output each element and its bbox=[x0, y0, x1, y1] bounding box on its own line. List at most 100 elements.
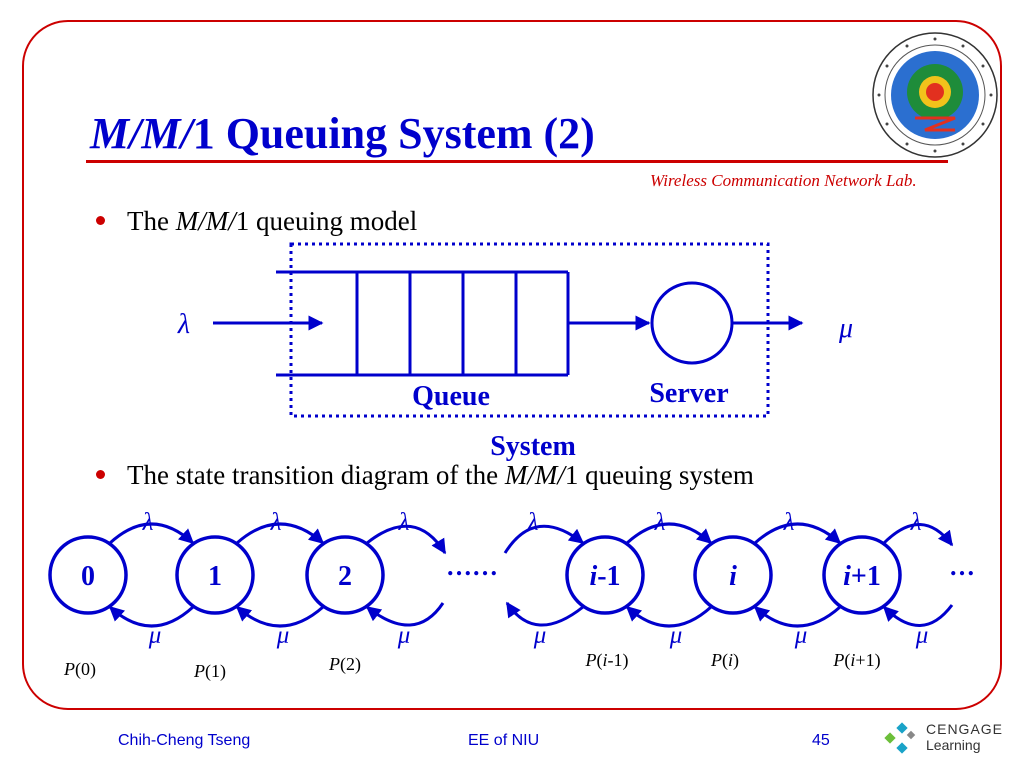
probability-index: 2 bbox=[346, 654, 355, 674]
arrival-rate-label: λ bbox=[398, 509, 410, 536]
server-circle bbox=[650, 281, 734, 365]
state-circle bbox=[175, 535, 255, 615]
probability-open-paren: ( bbox=[75, 659, 81, 680]
bullet-text-italic: M/M/ bbox=[504, 460, 565, 490]
arrival-transition-arrow bbox=[503, 524, 585, 554]
state-circle bbox=[822, 535, 902, 615]
system-boundary bbox=[289, 242, 770, 418]
probability-index: 0 bbox=[81, 659, 90, 679]
service-transition-arrow bbox=[108, 605, 195, 628]
bullet-text-pre: The bbox=[127, 206, 176, 236]
state-probability: P(i+1) bbox=[832, 650, 880, 671]
publisher-logo: CENGAGE Learning bbox=[882, 718, 1014, 758]
state-label: i-1 bbox=[589, 561, 620, 592]
service-rate-label: μ bbox=[794, 622, 808, 649]
service-transition-arrow bbox=[365, 602, 445, 627]
probability-close-paren: ) bbox=[875, 650, 881, 671]
probability-prefix: P bbox=[63, 659, 75, 679]
state-circle bbox=[693, 535, 773, 615]
arrival-rate-label: λ bbox=[654, 509, 666, 536]
queue-label: Queue bbox=[412, 381, 490, 412]
service-rate-label: μ bbox=[669, 622, 683, 649]
probability-index: 1 bbox=[211, 661, 220, 681]
probability-open-paren: ( bbox=[205, 661, 211, 682]
probability-prefix: P bbox=[710, 650, 722, 670]
state-probability: P(i) bbox=[710, 650, 739, 671]
probability-prefix: P bbox=[328, 654, 340, 674]
state-circle bbox=[565, 535, 645, 615]
arrival-transition-arrow bbox=[108, 522, 195, 545]
probability-index-italic: i bbox=[602, 650, 607, 670]
service-rate-label: μ bbox=[148, 622, 162, 649]
probability-open-paren: ( bbox=[722, 650, 728, 671]
state-label: 0 bbox=[81, 561, 95, 592]
probability-prefix: P bbox=[584, 650, 596, 670]
probability-open-paren: ( bbox=[844, 650, 850, 671]
arrival-transition-arrow bbox=[625, 522, 713, 545]
probability-index: -1 bbox=[608, 650, 623, 670]
probability-index: +1 bbox=[855, 650, 874, 670]
bullet-text-post: 1 queuing system bbox=[564, 460, 754, 490]
probability-close-paren: ) bbox=[733, 650, 739, 671]
service-rate-label: μ bbox=[533, 622, 547, 649]
footer-institution: EE of NIU bbox=[468, 732, 540, 749]
probability-open-paren: ( bbox=[340, 654, 346, 675]
bullet-state-diagram: The state transition diagram of the M/M/… bbox=[96, 460, 754, 491]
probability-close-paren: ) bbox=[90, 659, 96, 680]
bullet-text-pre: The state transition diagram of the bbox=[127, 460, 505, 490]
state-circle bbox=[48, 535, 128, 615]
footer-author: Chih-Cheng Tseng bbox=[118, 732, 251, 749]
publisher-sub: Learning bbox=[926, 737, 981, 753]
ellipsis-end: … bbox=[949, 552, 975, 581]
state-label-suffix: 2 bbox=[338, 561, 352, 592]
service-rate-label: μ bbox=[915, 622, 929, 649]
arrival-rate-label: λ bbox=[270, 509, 282, 536]
state-label-italic: i bbox=[729, 561, 737, 592]
slide-frame bbox=[22, 20, 1002, 710]
arrival-rate-label: λ bbox=[910, 509, 922, 536]
page-title: M/M/1 Queuing System (2) bbox=[90, 108, 595, 159]
queue-model bbox=[213, 242, 804, 418]
state-probability: P(1) bbox=[193, 661, 226, 682]
state-label-suffix: 0 bbox=[81, 561, 95, 592]
state-label-suffix: 1 bbox=[208, 561, 222, 592]
probability-close-paren: ) bbox=[220, 661, 226, 682]
state-probability: P(0) bbox=[63, 659, 96, 680]
state-probability: P(i-1) bbox=[584, 650, 628, 671]
state-probability: P(2) bbox=[328, 654, 361, 675]
arrival-rate-label: λ bbox=[177, 309, 190, 340]
service-transition-arrow bbox=[753, 605, 841, 628]
service-transition-arrow bbox=[235, 605, 324, 628]
service-rate-label: μ bbox=[397, 622, 411, 649]
bullet-queuing-model: The M/M/1 queuing model bbox=[96, 206, 417, 237]
probability-open-paren: ( bbox=[596, 650, 602, 671]
service-transition-arrow bbox=[882, 604, 954, 627]
state-label: i bbox=[729, 561, 737, 592]
state-label: 2 bbox=[338, 561, 352, 592]
ellipsis-middle: …… bbox=[446, 552, 498, 581]
publisher-brand: CENGAGE bbox=[926, 721, 1004, 737]
probability-index-italic: i bbox=[850, 650, 855, 670]
bullet-dot-icon bbox=[96, 216, 105, 226]
cengage-mark-icon bbox=[884, 722, 916, 754]
arrival-transition-arrow bbox=[236, 522, 325, 545]
bullet-text-post: 1 queuing model bbox=[235, 206, 418, 236]
probability-prefix: P bbox=[832, 650, 844, 670]
lab-name: Wireless Communication Network Lab. bbox=[650, 171, 917, 190]
arrival-rate-label: λ bbox=[142, 509, 154, 536]
state-label: 1 bbox=[208, 561, 222, 592]
probability-prefix: P bbox=[193, 661, 205, 681]
service-rate-label: μ bbox=[276, 622, 290, 649]
title-divider bbox=[86, 160, 948, 163]
arrival-transition-arrow bbox=[366, 524, 447, 555]
probability-index-italic: i bbox=[728, 650, 733, 670]
service-transition-arrow bbox=[625, 605, 713, 628]
server-label: Server bbox=[649, 378, 728, 409]
state-label-suffix: -1 bbox=[597, 561, 620, 592]
service-transition-arrow bbox=[505, 601, 584, 627]
bullet-dot-icon bbox=[96, 470, 105, 480]
probability-close-paren: ) bbox=[355, 654, 361, 675]
university-seal-icon bbox=[872, 32, 998, 158]
page-number: 45 bbox=[812, 732, 830, 749]
